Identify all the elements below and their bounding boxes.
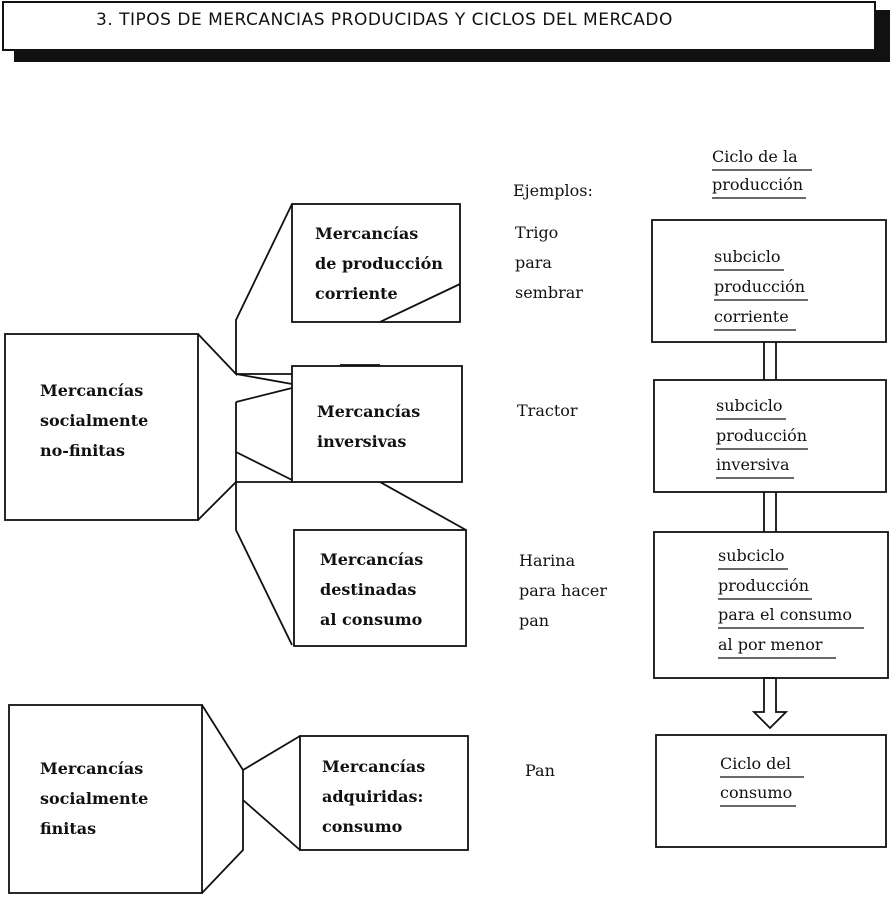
cycle-inversiva-line2: producción: [716, 426, 808, 445]
box-no-finitas-line1: Mercancías: [40, 381, 144, 400]
example-trigo-line3: sembrar: [515, 283, 583, 302]
connector-finitas-bottom: [201, 770, 244, 894]
box-adquiridas-line1: Mercancías: [322, 757, 426, 776]
cycle-inversiva-line3: inversiva: [716, 455, 790, 474]
cycle-connector-1: [763, 342, 777, 380]
box-corriente: [291, 203, 461, 323]
box-consumo-line2: destinadas: [320, 580, 417, 599]
cycle-header-line1: Ciclo de la: [712, 147, 798, 166]
cycle-consumo-line1: Ciclo del: [720, 754, 791, 773]
example-tractor: Tractor: [517, 401, 578, 420]
title-banner: [2, 1, 890, 62]
cycle-corriente-line1: subciclo: [714, 247, 781, 266]
cycle-box-corriente: [651, 219, 887, 343]
box-finitas: [8, 704, 203, 894]
cycle-connector-2: [763, 492, 777, 532]
box-adquiridas-line2: adquiridas:: [322, 787, 424, 806]
connector-upper: [197, 203, 293, 377]
box-no-finitas-line3: no-finitas: [40, 441, 126, 460]
example-harina-line1: Harina: [519, 551, 576, 570]
examples-header: Ejemplos:: [513, 181, 593, 200]
connector-finitas-top: [201, 704, 301, 772]
box-consumo-line1: Mercancías: [320, 550, 424, 569]
box-inversivas-line1: Mercancías: [317, 402, 421, 421]
cycle-box-inversiva: [653, 379, 887, 493]
cycle-consumo-line2: consumo: [720, 783, 793, 802]
box-consumo: [293, 529, 467, 647]
cycle-menor-line4: al por menor: [718, 635, 823, 654]
box-inversivas-line2: inversivas: [317, 432, 407, 451]
cycle-menor-line1: subciclo: [718, 546, 785, 565]
example-harina-line2: para hacer: [519, 581, 607, 600]
page-title: 3. TIPOS DE MERCANCIAS PRODUCIDAS Y CICL…: [96, 10, 673, 30]
cycle-header-line2: producción: [712, 175, 804, 194]
cycle-corriente-line3: corriente: [714, 307, 789, 326]
cycle-menor-line3: para el consumo: [718, 605, 852, 624]
box-finitas-line1: Mercancías: [40, 759, 144, 778]
example-harina-line3: pan: [519, 611, 550, 630]
cycle-corriente-line2: producción: [714, 277, 806, 296]
example-trigo-line2: para: [515, 253, 552, 272]
cycle-inversiva-line1: subciclo: [716, 396, 783, 415]
box-inversivas: [291, 365, 463, 483]
cycle-menor-line2: producción: [718, 576, 810, 595]
box-consumo-line3: al consumo: [320, 610, 423, 629]
box-adquiridas: [299, 735, 469, 851]
box-finitas-line3: finitas: [40, 819, 97, 838]
box-adquiridas-line3: consumo: [322, 817, 403, 836]
box-no-finitas-line2: socialmente: [40, 411, 149, 430]
cycle-box-consumo: [655, 734, 887, 848]
example-pan: Pan: [525, 761, 555, 780]
cycle-underlines: [712, 169, 864, 807]
box-corriente-line2: de producción: [315, 254, 443, 273]
box-finitas-line2: socialmente: [40, 789, 149, 808]
down-arrow-icon: [751, 677, 789, 730]
box-corriente-line3: corriente: [315, 284, 398, 303]
example-trigo-line1: Trigo: [515, 223, 559, 242]
box-corriente-line1: Mercancías: [315, 224, 419, 243]
box-no-finitas: [4, 333, 199, 521]
connector-mid: [197, 402, 237, 521]
